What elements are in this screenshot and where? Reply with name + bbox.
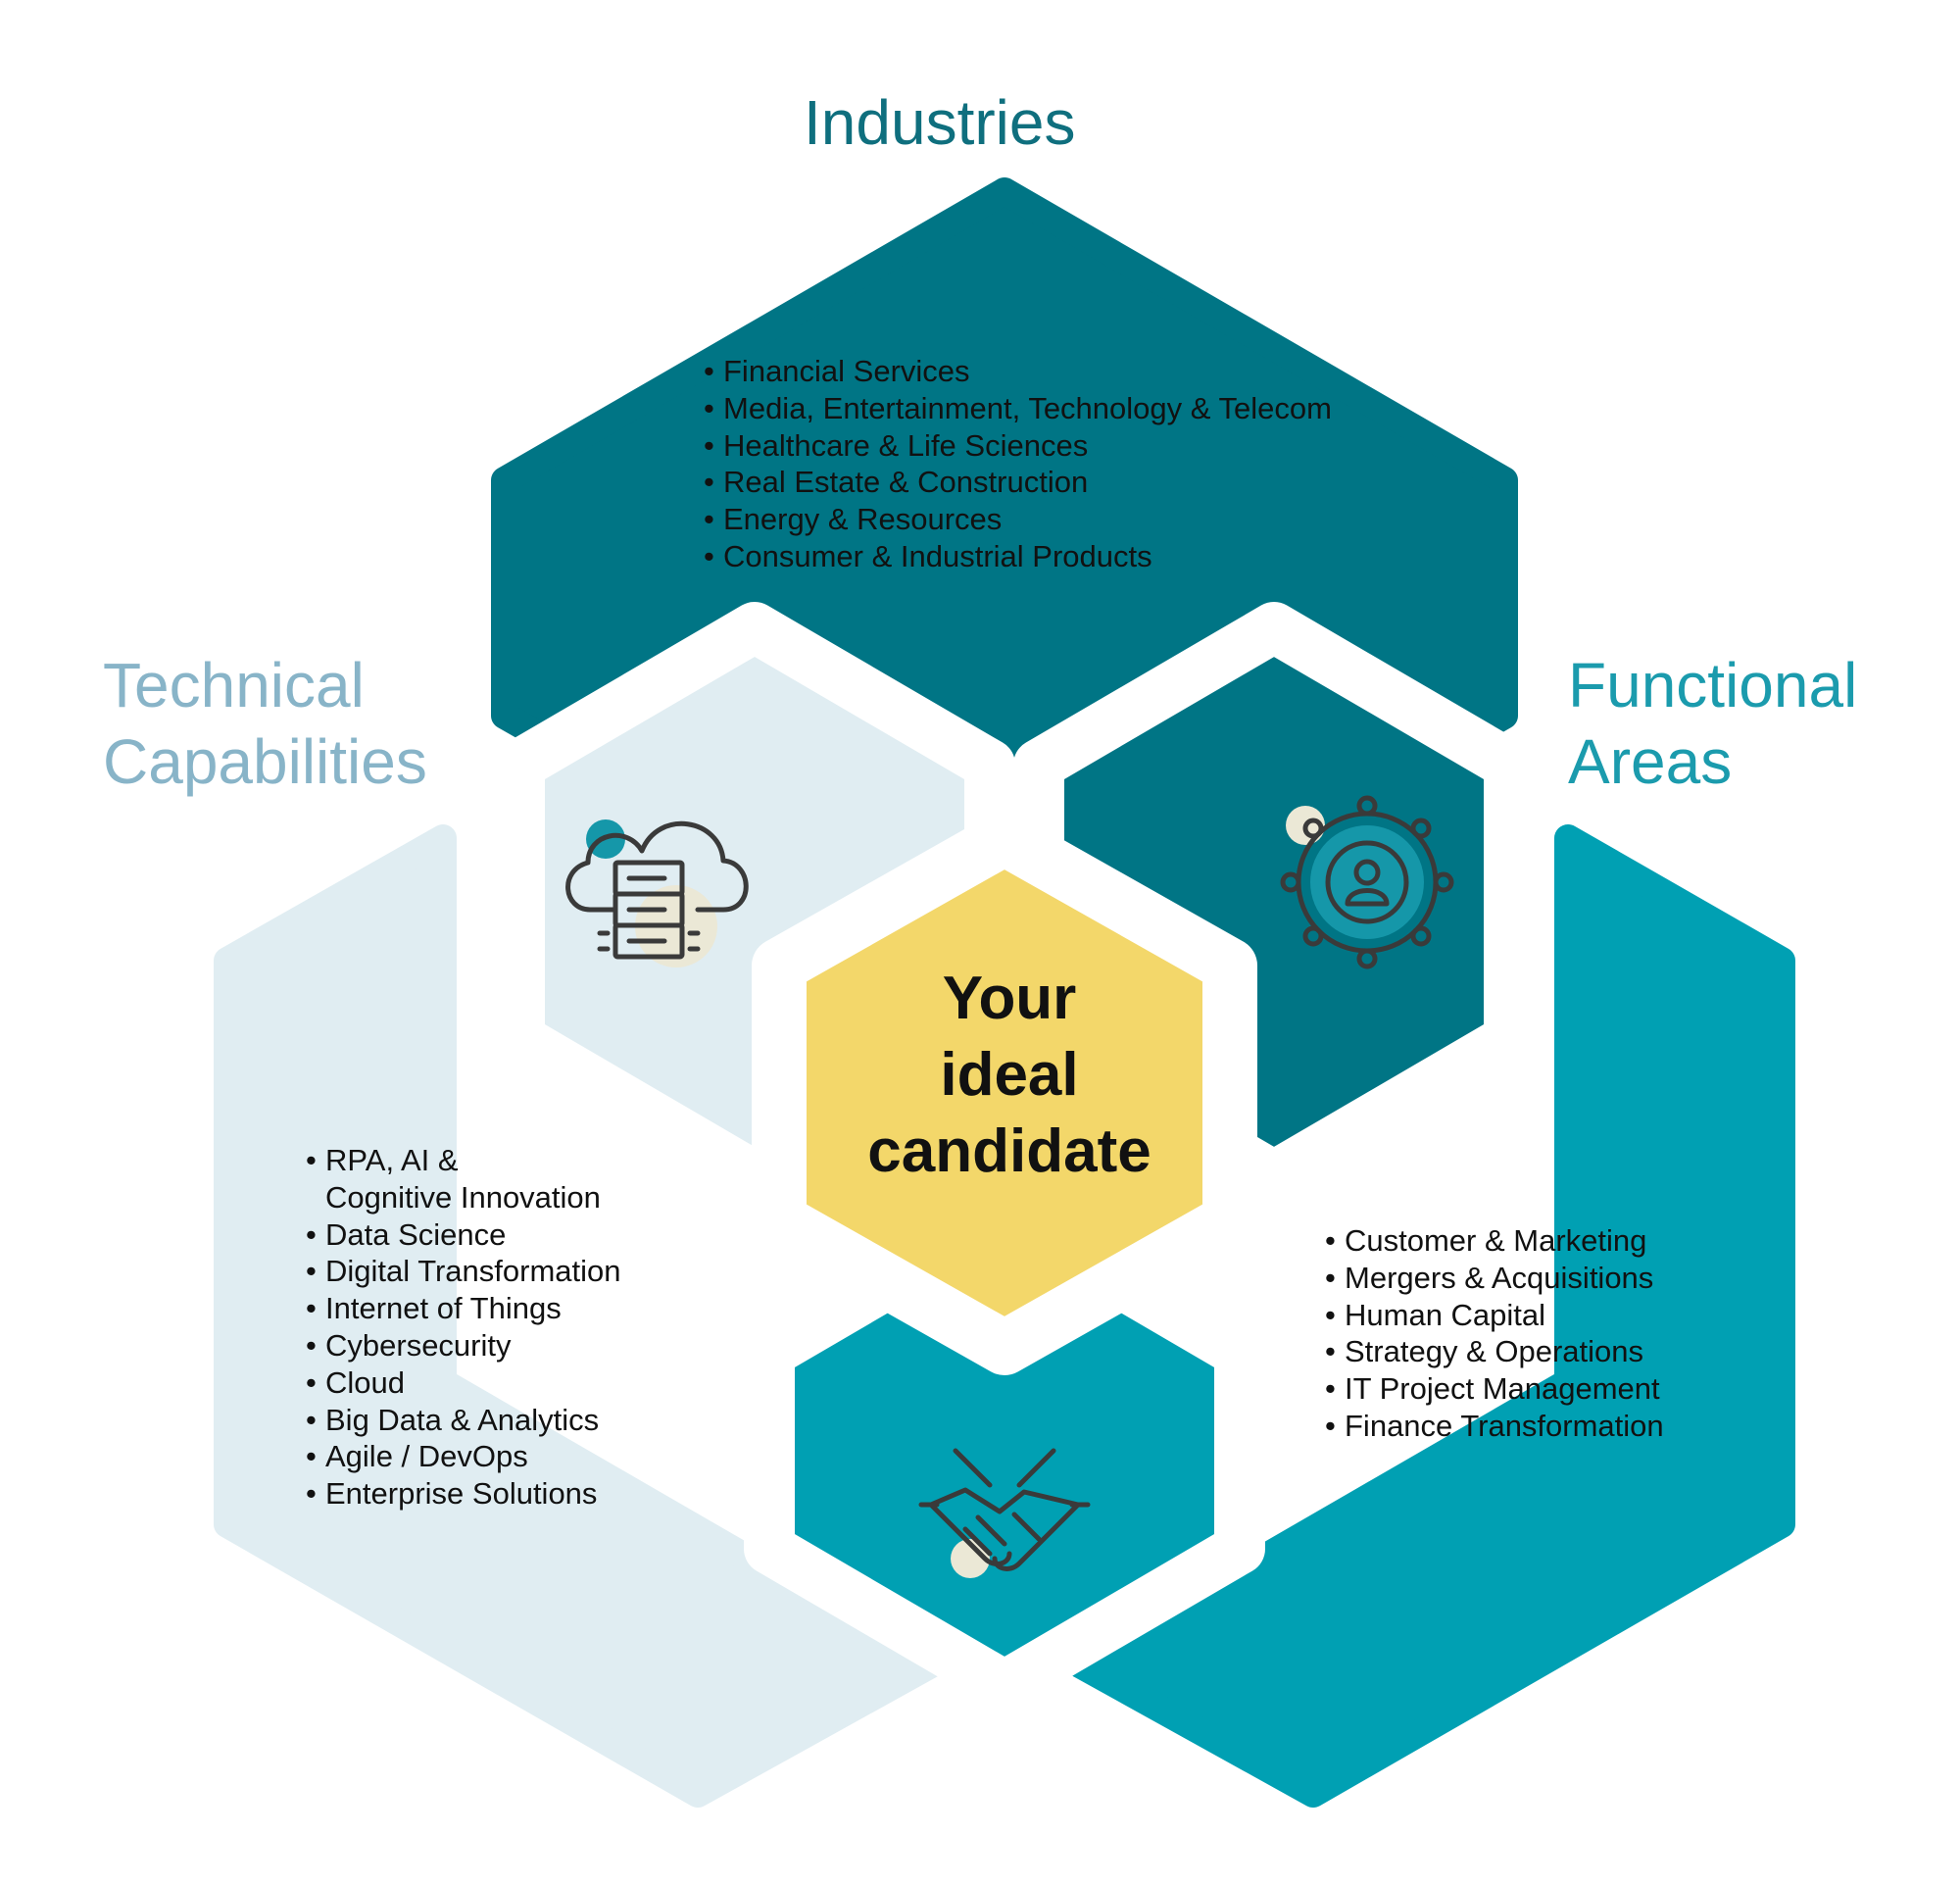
list-item: Cloud	[306, 1364, 621, 1402]
list-item: Big Data & Analytics	[306, 1402, 621, 1439]
list-item: Media, Entertainment, Technology & Telec…	[704, 390, 1332, 427]
handshake-icon	[918, 1448, 1091, 1578]
list-item: Finance Transformation	[1325, 1408, 1664, 1445]
people-network-icon	[1280, 795, 1454, 969]
heading-functional-areas: Functional Areas	[1568, 650, 1858, 797]
heading-industries: Industries	[804, 87, 1076, 158]
list-item: Human Capital	[1325, 1297, 1664, 1334]
list-item: Digital Transformation	[306, 1253, 621, 1290]
technical-capabilities-list: RPA, AI & Cognitive Innovation Data Scie…	[306, 1142, 621, 1513]
list-item: Consumer & Industrial Products	[704, 538, 1332, 575]
list-item: Strategy & Operations	[1325, 1333, 1664, 1370]
list-item: Data Science	[306, 1216, 621, 1254]
list-item: IT Project Management	[1325, 1370, 1664, 1408]
list-item: Financial Services	[704, 353, 1332, 390]
functional-areas-list: Customer & Marketing Mergers & Acquisiti…	[1325, 1222, 1664, 1445]
list-item: Enterprise Solutions	[306, 1475, 621, 1513]
center-label: Your ideal candidate	[867, 965, 1152, 1185]
list-item: Customer & Marketing	[1325, 1222, 1664, 1260]
heading-technical-capabilities: Technical Capabilities	[103, 650, 427, 797]
list-item: Mergers & Acquisitions	[1325, 1260, 1664, 1297]
list-item: Healthcare & Life Sciences	[704, 427, 1332, 465]
industries-list: Financial Services Media, Entertainment,…	[704, 353, 1332, 575]
list-item: Internet of Things	[306, 1290, 621, 1327]
list-item: Cybersecurity	[306, 1327, 621, 1364]
list-item: Agile / DevOps	[306, 1438, 621, 1475]
handshake-icon-hexagon	[744, 1190, 1265, 1711]
list-item: Energy & Resources	[704, 501, 1332, 538]
list-item: RPA, AI &	[306, 1142, 621, 1179]
list-item: Real Estate & Construction	[704, 464, 1332, 501]
list-item-continuation: Cognitive Innovation	[325, 1179, 601, 1215]
center-hexagon	[752, 811, 1257, 1375]
cloud-server-icon	[565, 819, 749, 967]
